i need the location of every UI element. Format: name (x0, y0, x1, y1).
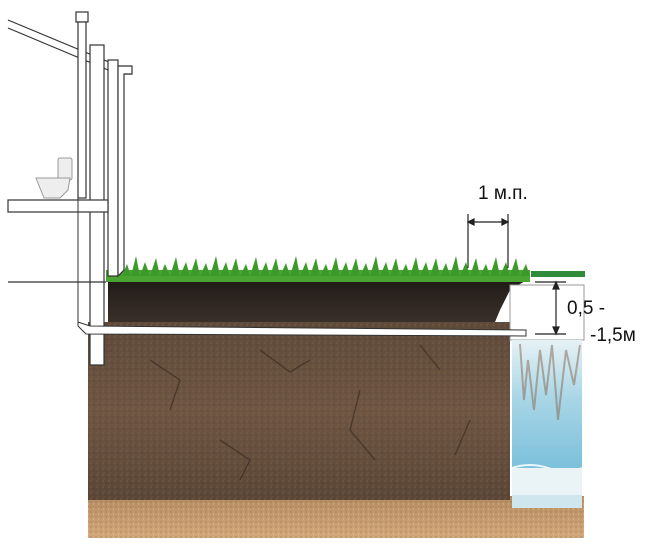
topsoil-layer (108, 278, 530, 322)
ground-cross-section (88, 278, 584, 538)
house-section (7, 11, 133, 366)
soil-cracks (149, 344, 471, 481)
septic-tank (509, 284, 585, 508)
gutter (117, 65, 133, 278)
tank-lid (531, 271, 585, 277)
vent-cap (75, 11, 89, 23)
soil-texture (88, 322, 510, 500)
subsoil-sand-texture (88, 496, 584, 538)
tank-bottom-shade (512, 495, 582, 508)
tank-stain (519, 343, 581, 421)
toilet-icon (35, 157, 73, 199)
floor-slab (7, 199, 109, 213)
sewer-pipe (77, 198, 527, 337)
vent-pipe (77, 21, 87, 199)
downpipe (107, 59, 119, 277)
depth-label-line1: 0,5 - (567, 298, 606, 319)
trench-width-label: 1 м.п. (478, 183, 528, 204)
dimension-depth (535, 280, 566, 336)
grass-strip (106, 256, 585, 282)
depth-label-line2: -1,5м (590, 325, 636, 346)
dimension-width (466, 214, 510, 268)
tank-water (512, 340, 582, 468)
